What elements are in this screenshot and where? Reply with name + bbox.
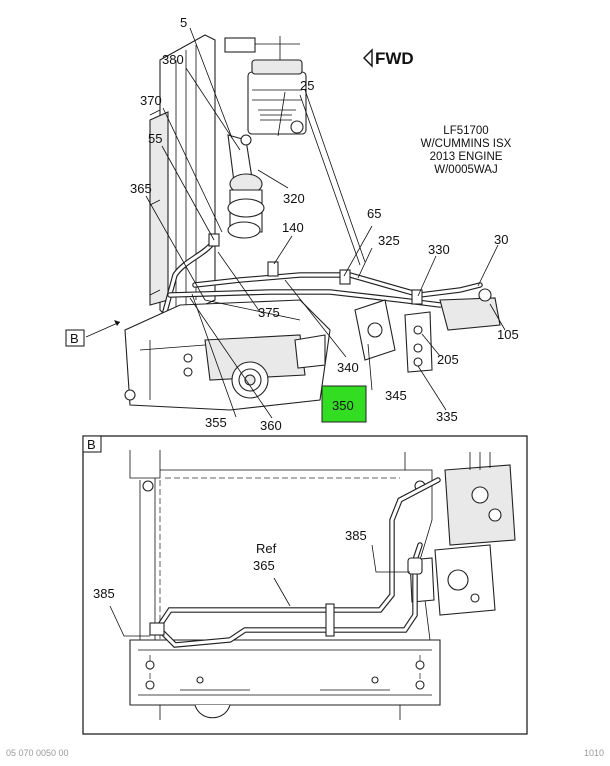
clamp-330 bbox=[411, 289, 423, 305]
view-reference-label: B bbox=[70, 331, 79, 346]
clamp-65 bbox=[339, 269, 351, 285]
detail-fitting-right bbox=[407, 557, 423, 575]
detail-callout-385-right: 385 bbox=[345, 528, 367, 543]
callout-65: 65 bbox=[367, 206, 381, 221]
callout-30: 30 bbox=[494, 232, 508, 247]
callout-5: 5 bbox=[180, 15, 187, 30]
bracket-top bbox=[224, 37, 256, 53]
callout-340: 340 bbox=[337, 360, 359, 375]
callout-140: 140 bbox=[282, 220, 304, 235]
callout-205: 205 bbox=[437, 352, 459, 367]
callout-365: 365 bbox=[130, 181, 152, 196]
detail-leaders bbox=[109, 544, 410, 637]
detail-ref-word: Ref bbox=[256, 541, 277, 556]
main-hose-routing bbox=[157, 89, 483, 333]
note-line-4: W/0005WAJ bbox=[434, 164, 497, 176]
callout-55: 55 bbox=[148, 131, 162, 146]
footer-left-code: 05 070 0050 00 bbox=[6, 748, 69, 758]
detail-ref-number: 365 bbox=[253, 558, 275, 573]
detail-chassis bbox=[129, 450, 441, 720]
fwd-label: FWD bbox=[375, 49, 414, 68]
detail-callout-385-left: 385 bbox=[93, 586, 115, 601]
triangle-left-icon bbox=[363, 48, 373, 68]
callout-leaders bbox=[85, 27, 506, 419]
callout-330: 330 bbox=[428, 242, 450, 257]
highlighted-callout-box bbox=[321, 385, 367, 423]
application-note: LF51700 W/CUMMINS ISX 2013 ENGINE W/0005… bbox=[421, 125, 512, 176]
detail-fitting bbox=[149, 622, 165, 636]
view-reference-b: B bbox=[65, 329, 85, 347]
detail-hose-365 bbox=[149, 477, 441, 648]
callout-105: 105 bbox=[497, 327, 519, 342]
detail-view-b: B bbox=[82, 435, 528, 735]
callout-355: 355 bbox=[205, 415, 227, 430]
callout-335: 335 bbox=[436, 409, 458, 424]
callout-380: 380 bbox=[162, 52, 184, 67]
radiator-frame bbox=[149, 34, 300, 321]
callout-numbers: 5 380 25 370 55 320 365 65 140 325 330 3… bbox=[130, 15, 519, 433]
main-assembly-view: 5 380 25 370 55 320 365 65 140 325 330 3… bbox=[65, 15, 519, 433]
clamp-140 bbox=[267, 261, 279, 277]
right-brackets bbox=[354, 288, 501, 373]
callout-370: 370 bbox=[140, 93, 162, 108]
detail-right-assembly bbox=[409, 452, 516, 616]
callout-360: 360 bbox=[260, 418, 282, 433]
callout-350: 350 bbox=[332, 398, 354, 413]
callout-25: 25 bbox=[300, 78, 314, 93]
detail-clamp bbox=[325, 603, 335, 637]
footer-right-code: 1010 bbox=[584, 748, 604, 758]
detail-label: B bbox=[87, 437, 96, 452]
reservoir bbox=[247, 59, 307, 135]
callout-345: 345 bbox=[385, 388, 407, 403]
reservoir-feed-hose bbox=[227, 134, 265, 239]
callout-375: 375 bbox=[258, 305, 280, 320]
fwd-indicator: FWD bbox=[363, 48, 414, 68]
callout-320: 320 bbox=[283, 191, 305, 206]
note-line-2: W/CUMMINS ISX bbox=[421, 138, 512, 150]
note-line-1: LF51700 bbox=[443, 125, 488, 137]
note-line-3: 2013 ENGINE bbox=[430, 151, 503, 163]
steering-gear bbox=[124, 299, 331, 411]
callout-325: 325 bbox=[378, 233, 400, 248]
